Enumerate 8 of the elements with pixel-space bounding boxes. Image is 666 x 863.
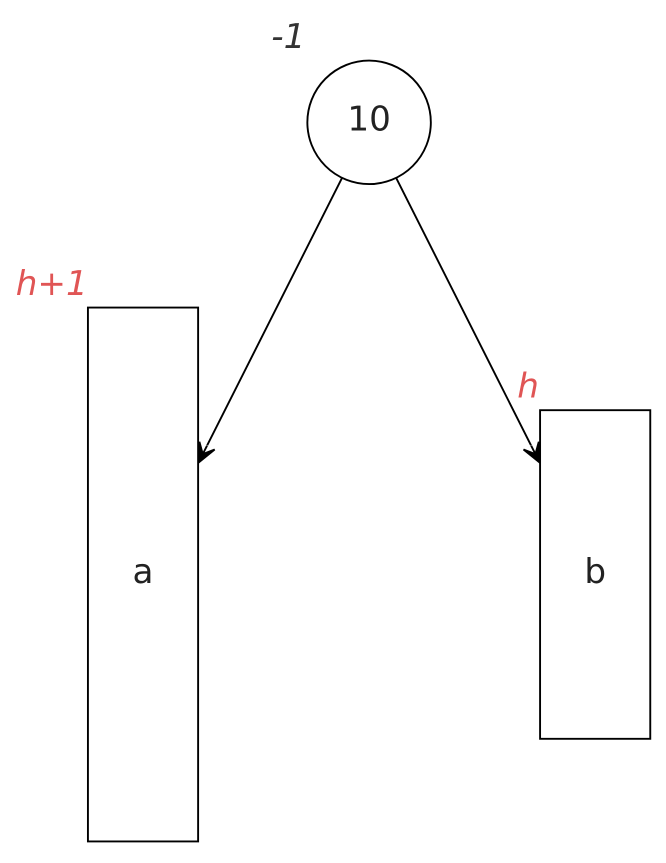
node-box: a bbox=[86, 306, 200, 842]
node-label: h+1 bbox=[16, 264, 88, 304]
node-label: -1 bbox=[271, 16, 306, 57]
node-box: b bbox=[539, 408, 652, 740]
arrow bbox=[396, 177, 541, 464]
arrow bbox=[198, 177, 343, 464]
node-label: h bbox=[517, 366, 539, 406]
node-circle: 10 bbox=[306, 59, 432, 185]
